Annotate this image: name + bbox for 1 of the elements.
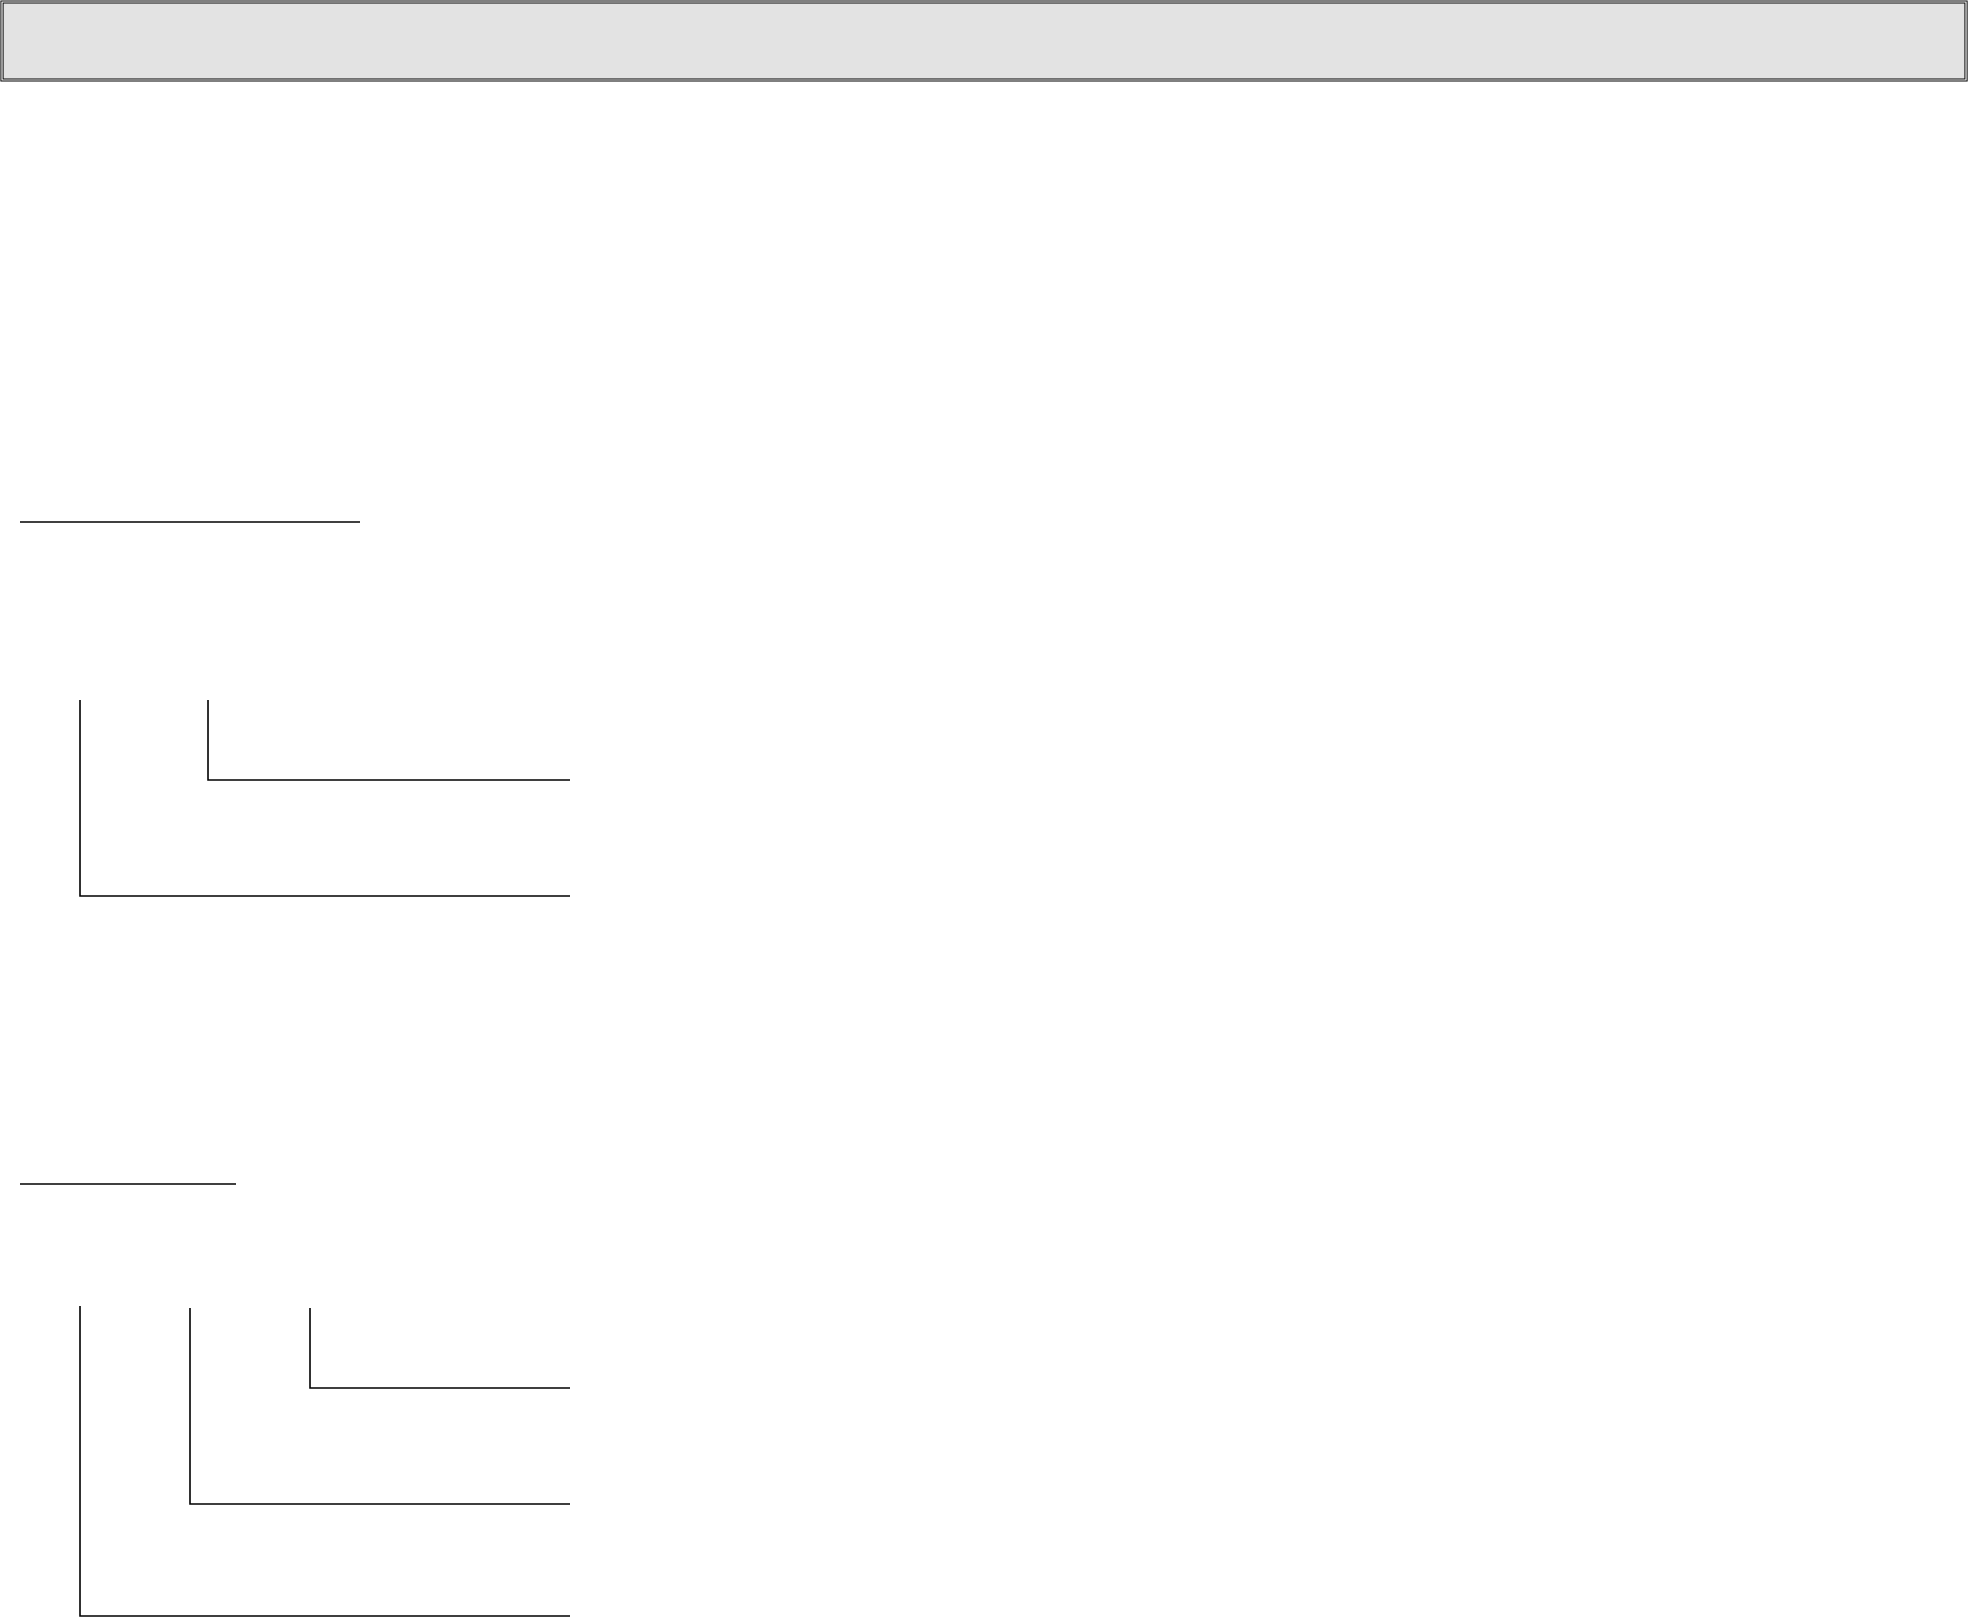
header-bar	[0, 0, 1968, 82]
